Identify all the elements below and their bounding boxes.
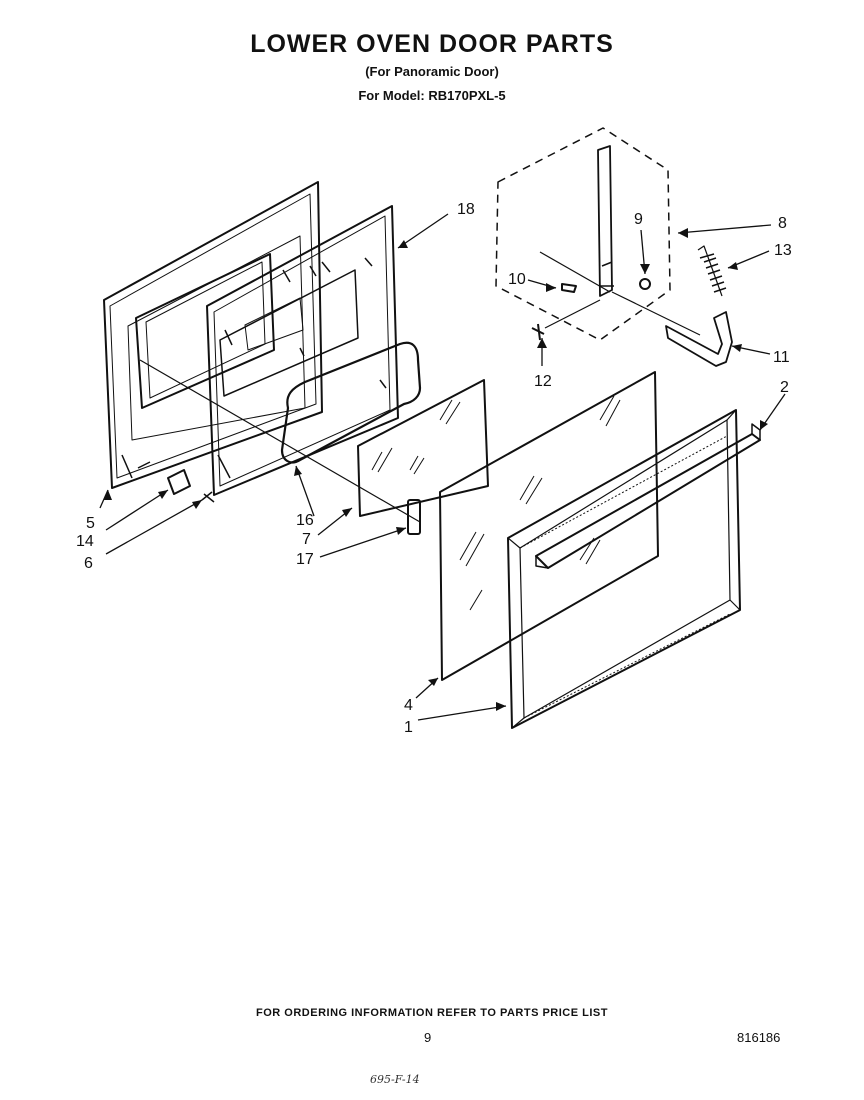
hinge-roller (639, 278, 651, 290)
callout-5: 5 (86, 515, 95, 532)
page-title: LOWER OVEN DOOR PARTS (250, 30, 614, 58)
leader-arrowheads (104, 228, 768, 711)
page-number: 9 (424, 1030, 432, 1045)
hinge-block (167, 469, 191, 495)
handwritten-note: 695-F-14 (370, 1073, 420, 1086)
callout-6: 6 (84, 555, 93, 572)
hinge-detail-box (495, 127, 701, 341)
callout-1: 1 (404, 719, 413, 736)
screw (201, 491, 215, 503)
door-frame (507, 409, 741, 729)
door-baffle-panel (206, 205, 399, 496)
callout-7: 7 (302, 531, 311, 548)
ordering-note: FOR ORDERING INFORMATION REFER TO PARTS … (256, 1007, 608, 1019)
callout-4: 4 (404, 697, 413, 714)
model-line: For Model: RB170PXL-5 (358, 88, 506, 103)
callout-2: 2 (780, 379, 789, 396)
rivet (531, 323, 545, 341)
callout-11: 11 (773, 349, 790, 366)
inner-glass (357, 379, 489, 517)
callout-16: 16 (296, 512, 314, 529)
hinge-arm (665, 311, 733, 367)
callout-8: 8 (778, 215, 787, 232)
page-subtitle: (For Panoramic Door) (365, 64, 499, 79)
document-part-number: 816186 (737, 1030, 781, 1045)
door-gasket (280, 341, 422, 464)
callout-14: 14 (76, 533, 94, 550)
callout-12: 12 (534, 373, 552, 390)
callout-18: 18 (457, 201, 475, 218)
hinge-pin (561, 283, 577, 293)
hinge-spring (697, 245, 727, 297)
outer-glass (439, 371, 659, 681)
callout-17: 17 (296, 551, 314, 568)
callout-10: 10 (508, 271, 526, 288)
callout-9: 9 (634, 211, 643, 228)
callout-13: 13 (774, 242, 792, 259)
exploded-parts-diagram: 18 8 13 11 2 9 10 12 5 14 6 16 7 17 4 1 (76, 127, 792, 736)
door-handle (535, 423, 761, 569)
glass-clip (407, 499, 421, 535)
